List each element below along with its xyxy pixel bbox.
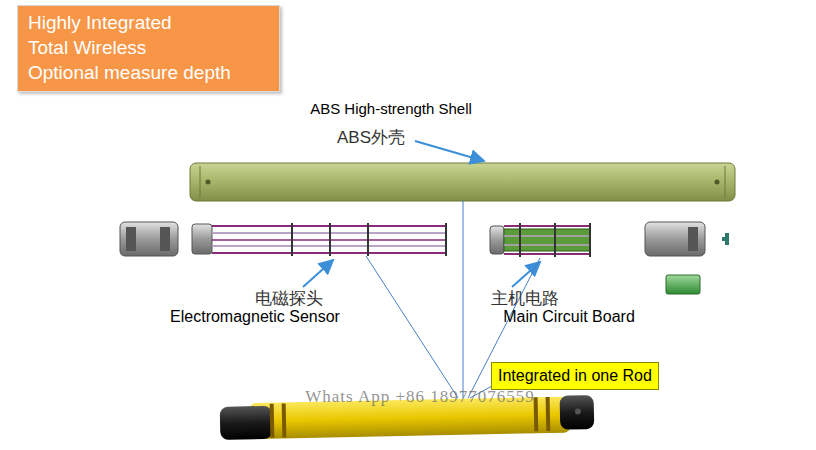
- converge-line: [463, 201, 464, 398]
- part-label: ABS High-strength Shell: [310, 100, 472, 117]
- sensor-frame: [192, 223, 446, 256]
- watermark: Whats App +86 18977076559: [305, 387, 535, 407]
- battery: [666, 275, 700, 294]
- end-cap: [120, 222, 178, 256]
- leader-arrow: [303, 260, 333, 287]
- node-text: Integrated in one Rod: [498, 366, 652, 386]
- node-text: Highly Integrated: [28, 10, 269, 35]
- feature-box: Highly IntegratedTotal WirelessOptional …: [17, 5, 280, 92]
- part-label: Main Circuit Board: [503, 308, 635, 326]
- small-connector: [722, 233, 729, 245]
- converge-line: [366, 256, 458, 398]
- part-label: Electromagnetic Sensor: [170, 308, 340, 326]
- abs-shell: [190, 163, 735, 201]
- leader-arrow: [415, 141, 484, 161]
- part-label: ABS外壳: [337, 126, 405, 149]
- part-label: 主机电路: [491, 287, 559, 310]
- end-cap: [645, 222, 705, 256]
- node-text: Optional measure depth: [28, 60, 269, 85]
- node-text: Total Wireless: [28, 35, 269, 60]
- callout-box: Integrated in one Rod: [491, 362, 659, 390]
- circuit-board: [490, 223, 590, 257]
- part-label: 电磁探头: [255, 287, 323, 310]
